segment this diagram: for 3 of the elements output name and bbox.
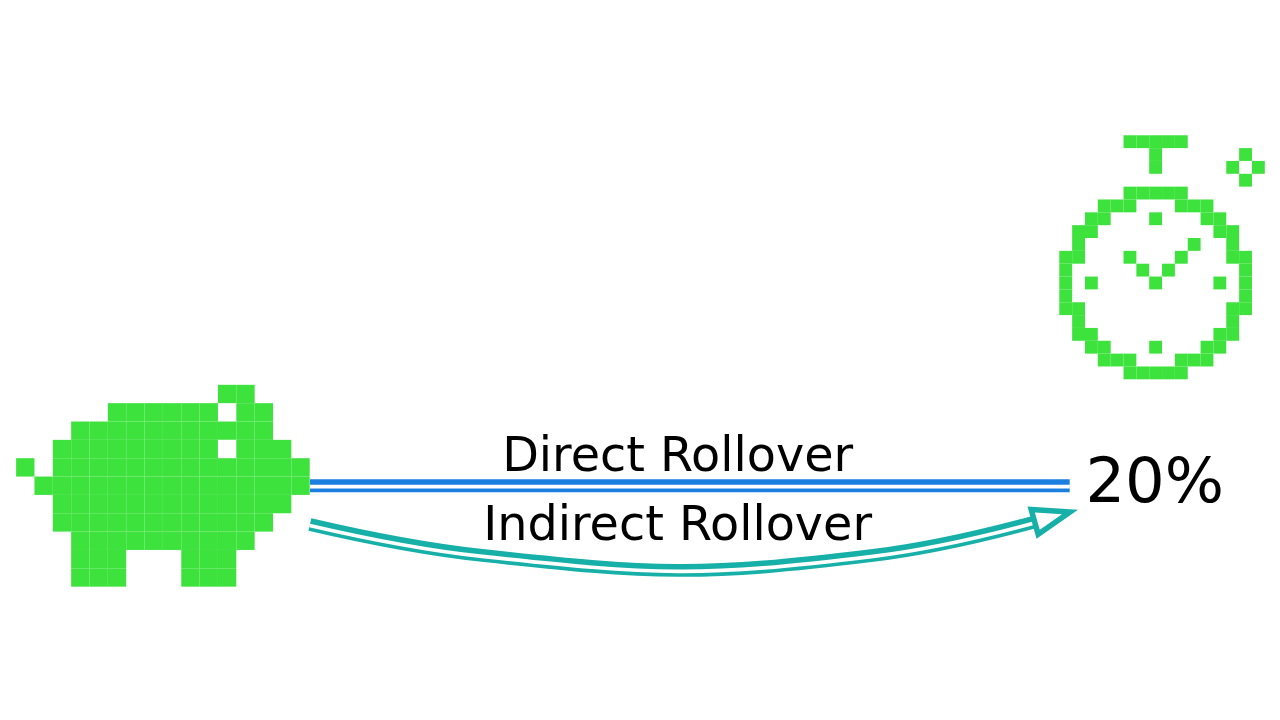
- edge-label: Indirect Rollover: [483, 495, 873, 551]
- edge-label: Direct Rollover: [502, 426, 854, 482]
- node-text: 20%: [1085, 443, 1225, 517]
